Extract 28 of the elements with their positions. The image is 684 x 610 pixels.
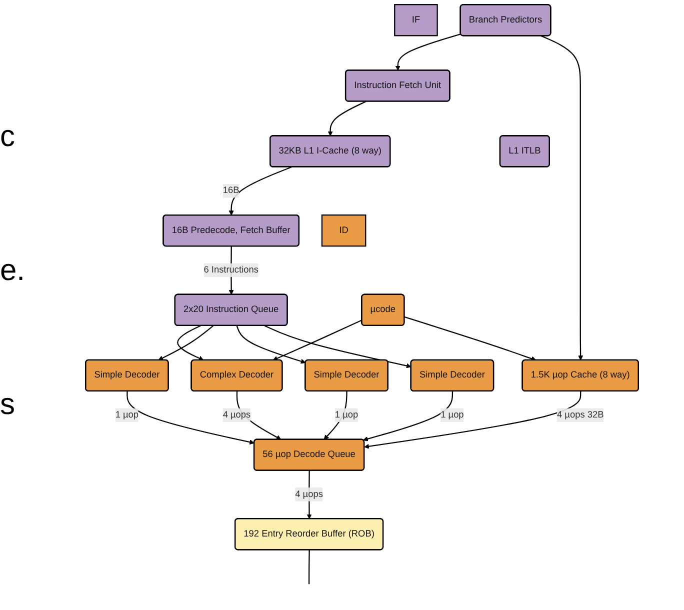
- arrow: [228, 166, 292, 216]
- edge-label: 1 µop: [440, 410, 464, 420]
- node-box: IF: [394, 4, 438, 36]
- arrow: [126, 391, 255, 445]
- edge-label: 1 µop: [334, 410, 358, 420]
- edge-label: 4 µops 32B: [556, 410, 604, 420]
- arrow: [264, 325, 412, 368]
- arrow: [328, 100, 366, 136]
- connector: [308, 550, 310, 584]
- edge-label: 6 Instructions: [204, 265, 258, 275]
- arrow: [324, 391, 348, 440]
- arrow: [404, 316, 536, 362]
- text-fragment: s: [0, 388, 16, 422]
- edge-label: 16B: [222, 186, 240, 196]
- arrow: [272, 320, 362, 361]
- arrow: [395, 34, 461, 71]
- arrow: [364, 391, 582, 449]
- edge-label: 4 µops: [222, 410, 251, 420]
- arrow: [541, 35, 584, 360]
- text-fragment: e.: [0, 254, 26, 288]
- arrow: [177, 325, 204, 361]
- arrow: [158, 325, 214, 360]
- text-fragment: c: [0, 120, 16, 154]
- edge-label: 4 µops: [295, 489, 323, 500]
- node-box: ID: [321, 214, 366, 247]
- arrow: [362, 391, 454, 442]
- edge-label: 1 µop: [115, 410, 139, 420]
- arrow: [236, 326, 306, 364]
